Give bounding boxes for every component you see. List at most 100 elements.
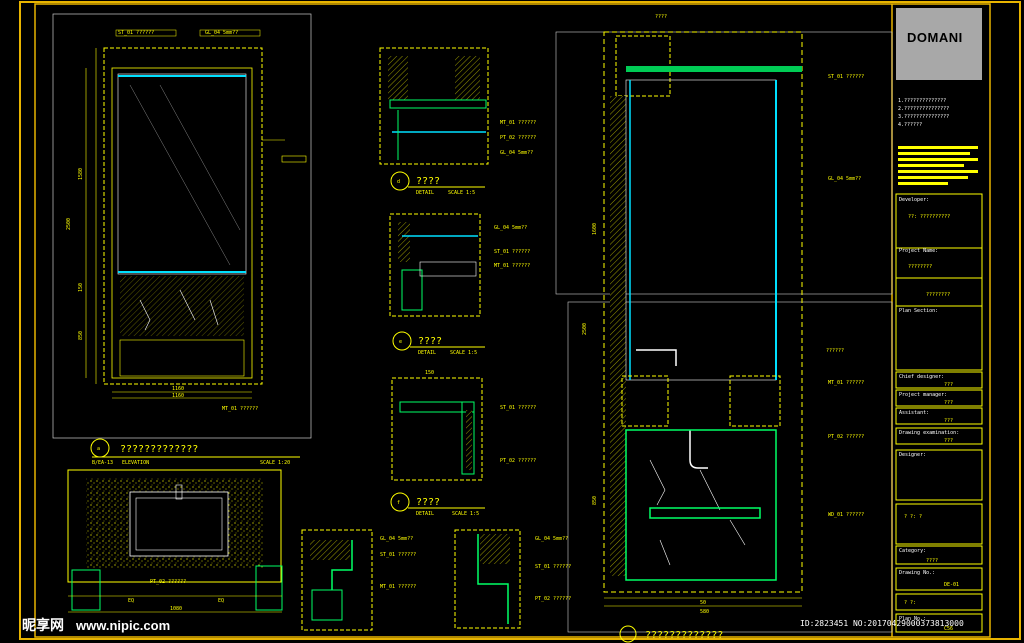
plan-dim-eq2: EQ [218, 598, 224, 604]
elevation-title: a ????????????? B/EA-13 ELEVATION SCALE … [90, 438, 300, 466]
tb-label-plan-no: Plan No.: [899, 616, 926, 622]
note-2: 2.??????????????? [898, 106, 949, 112]
detail-bl-callout-1: GL_04 5mm?? [380, 536, 413, 542]
tb-value-plan-no: C56 [944, 626, 953, 632]
watermark-id: ID:2823451 NO:20170429000373813000 [800, 619, 964, 628]
note-1: 1.?????????????? [898, 98, 946, 104]
detail-bl-callout-3: MT_01 ?????? [380, 584, 416, 590]
elev-dim-width-outer: 1160 [172, 386, 184, 392]
svg-text:a: a [97, 446, 100, 452]
tb-value-category: ???? [926, 558, 938, 564]
detail-f-scale: SCALE 1:5 [452, 511, 479, 517]
detail-e-scale: SCALE 1:5 [450, 350, 477, 356]
tb-label-exam: Drawing examination: [899, 430, 959, 436]
section-dim-580: 580 [700, 609, 709, 615]
tb-label-assistant: Assistant: [899, 410, 929, 416]
section-callout-2: GL_04 5mm?? [828, 176, 861, 182]
svg-text:d: d [397, 179, 400, 185]
tb-value-assistant: ??? [944, 418, 953, 424]
tb-value-project-2: ???????? [926, 292, 950, 298]
section-dim-450: 50 [700, 600, 706, 606]
elev-dim-width-inner: 1160 [172, 393, 184, 399]
detail-d-title: ???? [416, 176, 440, 187]
detail-br-callout-2: ST_01 ?????? [535, 564, 571, 570]
tb-value-developer: ??: ?????????? [908, 214, 950, 220]
detail-br-callout-3: PT_02 ?????? [535, 596, 571, 602]
section-callout-4: MT_01 ?????? [828, 380, 864, 386]
watermark-url: www.nipic.com [75, 618, 170, 633]
detail-d-scale: SCALE 1:5 [448, 190, 475, 196]
svg-text:f: f [397, 500, 400, 506]
elevation-ref: B/EA-13 [92, 460, 113, 466]
tb-label-designer: Designer: [899, 452, 926, 458]
tb-label-project: Project Name: [899, 248, 938, 254]
elev-dim-2500: 2500 [66, 218, 72, 230]
detail-d-callout-1: MT_01 ?????? [500, 120, 536, 126]
section-top-note: ???? [655, 14, 667, 20]
title-block: DOMANI 1.?????????????? 2.??????????????… [895, 8, 983, 633]
plan-dim-width: 1080 [170, 606, 182, 612]
elev-dim-150: 150 [78, 283, 84, 292]
elev-dim-850: 850 [78, 331, 84, 340]
elevation-label: ELEVATION [122, 460, 149, 466]
detail-f-callout-2: PT_02 ?????? [500, 458, 536, 464]
section-dim-1600: 1600 [592, 223, 598, 235]
tb-label-developer: Developer: [899, 197, 929, 203]
detail-f: 150 ST_01 ?????? PT_02 ?????? f ???? DET… [390, 370, 536, 517]
detail-br-callout-1: GL_04 5mm?? [535, 536, 568, 542]
tb-value-drawing-no: DE-01 [944, 582, 959, 588]
section-dim-850: 850 [592, 496, 598, 505]
elevation-scale: SCALE 1:20 [260, 460, 290, 466]
detail-d-label: DETAIL [416, 190, 434, 196]
plan-callout: PT_02 ?????? [150, 579, 186, 585]
detail-f-label: DETAIL [416, 511, 434, 517]
tb-label-category: Category: [899, 548, 926, 554]
note-4: 4.?????? [898, 122, 922, 128]
section-callout-1: ST_01 ?????? [828, 74, 864, 80]
tb-label-plan-section: Plan Section: [899, 308, 938, 314]
tb-value-manager: ??? [944, 400, 953, 406]
tb-value-exam: ??? [944, 438, 953, 444]
section-callout-5: PT_02 ?????? [828, 434, 864, 440]
logo: DOMANI [907, 30, 963, 45]
detail-e-callout-2: ST_01 ?????? [494, 249, 530, 255]
tb-value-designer: ? ?: ? [904, 514, 922, 520]
section-title: ????????????? [645, 630, 723, 641]
elevation-title-text: ????????????? [120, 444, 198, 455]
detail-bottom-left: GL_04 5mm?? ST_01 ?????? MT_01 ?????? [301, 529, 416, 631]
detail-e: GL_04 5mm?? ST_01 ?????? MT_01 ?????? e … [389, 213, 530, 356]
elev-callout-stone: ST_01 ?????? [118, 30, 154, 36]
tb-label-manager: Project manager: [899, 392, 947, 398]
section-callout-6: WD_01 ?????? [828, 512, 864, 518]
plan-dim-eq1: EQ [128, 598, 134, 604]
detail-e-title: ???? [418, 336, 442, 347]
detail-e-callout-3: MT_01 ?????? [494, 263, 530, 269]
detail-d-callout-2: PT_02 ?????? [500, 135, 536, 141]
detail-e-label: DETAIL [418, 350, 436, 356]
detail-bl-callout-2: ST_01 ?????? [380, 552, 416, 558]
tb-label-chief: Chief designer: [899, 374, 944, 380]
detail-f-dim: 150 [425, 370, 434, 376]
plan-view: 1080 EQ EQ PT_02 ?????? [67, 469, 283, 613]
tb-value-project: ???????? [908, 264, 932, 270]
elev-callout-glass: GL_04 5mm?? [205, 30, 238, 36]
detail-f-title: ???? [416, 497, 440, 508]
note-3: 3.??????????????? [898, 114, 949, 120]
tb-value-chief: ??? [944, 382, 953, 388]
detail-bottom-right: GL_04 5mm?? ST_01 ?????? PT_02 ?????? [454, 529, 571, 629]
watermark-brand: 昵享网 [22, 617, 64, 633]
elevation-view: 2500 1580 850 150 1160 1160 ST_01 ??????… [52, 13, 312, 439]
elev-callout-bottom: MT_01 ?????? [222, 406, 258, 412]
watermark: 昵享网 www.nipic.com ID:2823451 NO:20170429… [22, 617, 964, 633]
section-callout-3: ?????? [826, 348, 844, 354]
elev-dim-1580: 1580 [78, 168, 84, 180]
detail-d-callout-3: GL_04 5mm?? [500, 150, 533, 156]
detail-e-callout-1: GL_04 5mm?? [494, 225, 527, 231]
tb-label-drawing-no: Drawing No.: [899, 570, 935, 576]
svg-text:e: e [399, 339, 402, 345]
tb-value-date: ? ?: [904, 600, 916, 606]
section-dim-2500: 2500 [582, 323, 588, 335]
detail-f-callout-1: ST_01 ?????? [500, 405, 536, 411]
section-view: 2500 1600 850 50 580 ???? ST_01 ?????? G… [555, 14, 893, 643]
